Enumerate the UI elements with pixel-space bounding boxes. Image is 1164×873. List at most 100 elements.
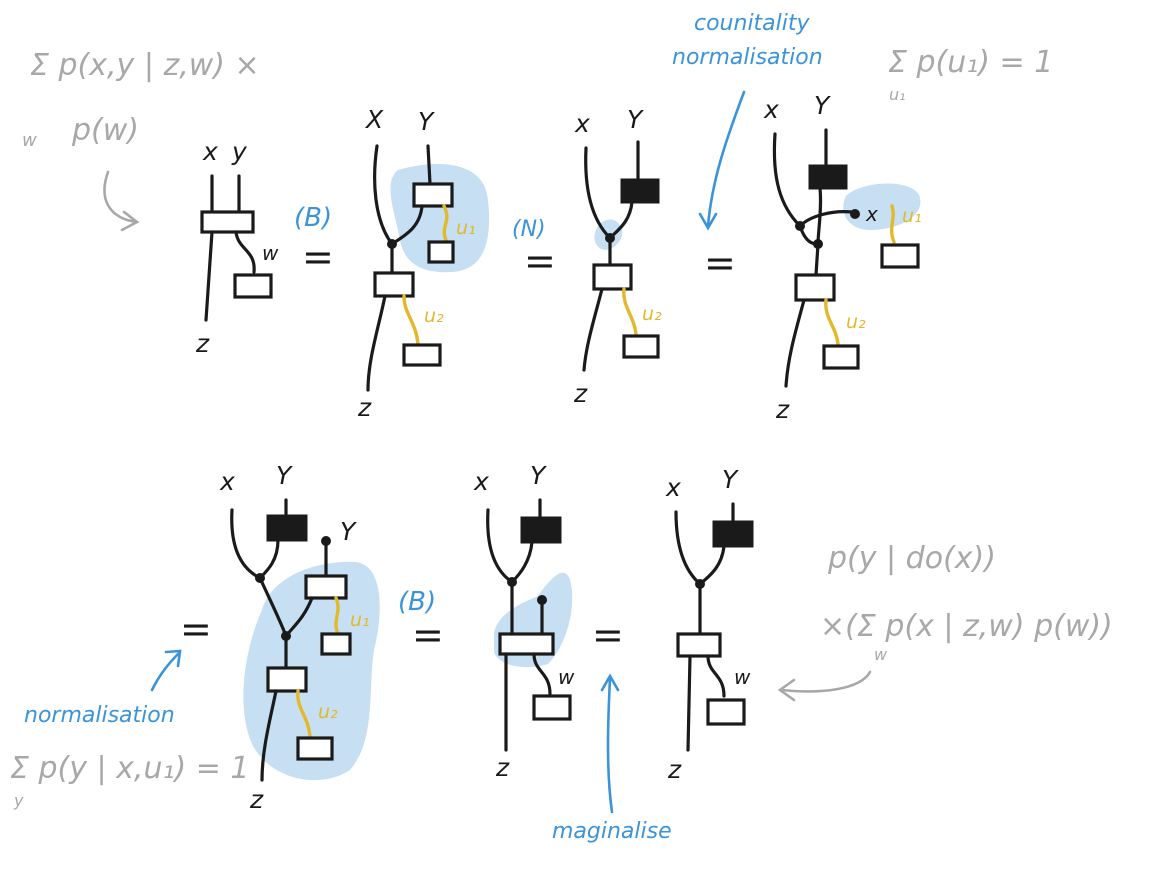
prior-u2-box bbox=[296, 736, 334, 761]
wire-z bbox=[260, 689, 278, 782]
wire-z bbox=[784, 298, 806, 388]
wire-z bbox=[582, 287, 604, 372]
equals-2: = bbox=[524, 239, 556, 283]
formula-sum-index-w: w bbox=[874, 645, 888, 664]
wire-w bbox=[532, 652, 552, 696]
wire-y bbox=[426, 144, 432, 186]
equals-4: = bbox=[180, 607, 212, 651]
prior-w-box bbox=[233, 273, 273, 299]
wire-x bbox=[373, 144, 394, 246]
label-w: w bbox=[734, 665, 751, 689]
y-mechanism-filled-box bbox=[808, 164, 848, 190]
marginalise-annotation: maginalise bbox=[552, 673, 672, 844]
label-z: z bbox=[495, 753, 510, 782]
equals-1: = bbox=[302, 235, 334, 279]
marginalise-arrow bbox=[606, 676, 614, 814]
copy-dot-x bbox=[795, 221, 805, 231]
label-u2: u₂ bbox=[318, 701, 338, 723]
prior-u2-box bbox=[402, 343, 442, 367]
prior-w-box bbox=[706, 698, 746, 726]
formula-counitality: Σ p(u₁) = 1 u₁ bbox=[888, 45, 1053, 104]
formula-sum-index-u1: u₁ bbox=[889, 85, 906, 104]
formula-arrow bbox=[103, 170, 138, 224]
diagram-3: x Y u₂ z bbox=[573, 105, 662, 408]
label-w: w bbox=[558, 665, 575, 689]
label-y: y bbox=[231, 137, 248, 166]
wire-z bbox=[204, 230, 214, 322]
label-x: x bbox=[574, 109, 590, 138]
diagram-7: x Y w z bbox=[665, 465, 754, 784]
x-mechanism-box bbox=[266, 666, 308, 693]
diagram-5: x Y Y u₁ u₂ z bbox=[219, 461, 380, 814]
equals-5: = bbox=[412, 613, 444, 657]
marginalise-label: maginalise bbox=[552, 819, 672, 844]
diagram-2: X Y u₁ u₂ z bbox=[357, 105, 490, 422]
normalisation-label: normalisation bbox=[24, 703, 175, 728]
formula-sum-u1: Σ p(u₁) = 1 bbox=[888, 45, 1053, 80]
label-y: Y bbox=[530, 461, 547, 490]
y-mechanism-filled-box bbox=[266, 514, 308, 542]
label-u2: u₂ bbox=[642, 303, 662, 325]
label-z: z bbox=[573, 379, 588, 408]
formula-line-2: ×(Σ p(x | z,w) p(w)) bbox=[820, 609, 1113, 644]
formula-line-2: p(w) bbox=[71, 113, 139, 148]
formula-do-times-marginal: p(y | do(x)) ×(Σ p(x | z,w) p(w)) w bbox=[777, 541, 1113, 702]
label-z: z bbox=[357, 393, 372, 422]
prior-u2-box bbox=[622, 334, 660, 359]
y-mechanism-box bbox=[412, 182, 454, 208]
formula-sum-index: w bbox=[22, 130, 37, 151]
wire-y-input bbox=[816, 186, 823, 246]
formula-arrowhead bbox=[120, 210, 140, 232]
prior-u1-box bbox=[880, 243, 920, 269]
x-mechanism-box bbox=[676, 632, 722, 658]
latent-u1-wire bbox=[890, 204, 896, 244]
label-w: w bbox=[262, 241, 279, 265]
x-mechanism-box bbox=[373, 271, 415, 298]
formula-sum-y: Σ p(y | x,u₁) = 1 bbox=[10, 751, 250, 786]
marginalise-arrowhead bbox=[600, 673, 620, 692]
wire-z bbox=[366, 294, 387, 392]
label-y: Y bbox=[814, 91, 831, 120]
formula-sum-index-y: y bbox=[13, 791, 24, 810]
label-x: x bbox=[202, 137, 218, 166]
wire-y-input bbox=[510, 540, 534, 584]
diagram-4: x Y x u₁ u₂ z bbox=[763, 91, 922, 424]
label-y: Y bbox=[276, 461, 293, 490]
counitality-arrow bbox=[706, 90, 746, 228]
label-u1: u₁ bbox=[456, 217, 476, 239]
label-z: z bbox=[667, 755, 682, 784]
normalisation-arrow bbox=[150, 650, 182, 692]
latent-u1-wire bbox=[442, 204, 449, 242]
counitality-annotation: counitality normalisation bbox=[672, 11, 823, 231]
equals-6: = bbox=[592, 613, 624, 657]
wire-y-input bbox=[698, 544, 726, 586]
normalisation-arrowhead bbox=[164, 649, 182, 668]
y-mechanism-box bbox=[304, 574, 348, 600]
equals-3: = bbox=[704, 241, 736, 285]
wire-x bbox=[230, 508, 262, 580]
wire-z bbox=[686, 654, 692, 752]
latent-u2-wire bbox=[824, 298, 840, 346]
label-u2: u₂ bbox=[424, 305, 444, 327]
latent-u2-wire bbox=[296, 689, 312, 738]
normalisation-annotation: normalisation Σ p(y | x,u₁) = 1 y bbox=[10, 649, 250, 810]
formula-line-1: p(y | do(x)) bbox=[827, 541, 996, 576]
wire-x bbox=[674, 510, 702, 586]
highlight-blob bbox=[843, 183, 921, 230]
wire-copy-down bbox=[814, 242, 820, 277]
diagram-6: x Y w z bbox=[473, 461, 575, 782]
label-y: Y bbox=[418, 107, 435, 136]
wire-w bbox=[706, 654, 726, 698]
label-y: Y bbox=[627, 105, 644, 134]
counitality-line-2: normalisation bbox=[672, 45, 823, 70]
wire-w bbox=[234, 230, 256, 274]
x-mechanism-box bbox=[794, 273, 836, 302]
latent-u1-wire bbox=[334, 596, 340, 636]
counitality-arrowhead bbox=[698, 212, 718, 231]
label-u1: u₁ bbox=[902, 205, 922, 227]
formula-arrow bbox=[780, 670, 872, 693]
step-B-1: (B) bbox=[294, 203, 332, 233]
formula-line-1: Σ p(x,y | z,w) × bbox=[30, 48, 260, 83]
